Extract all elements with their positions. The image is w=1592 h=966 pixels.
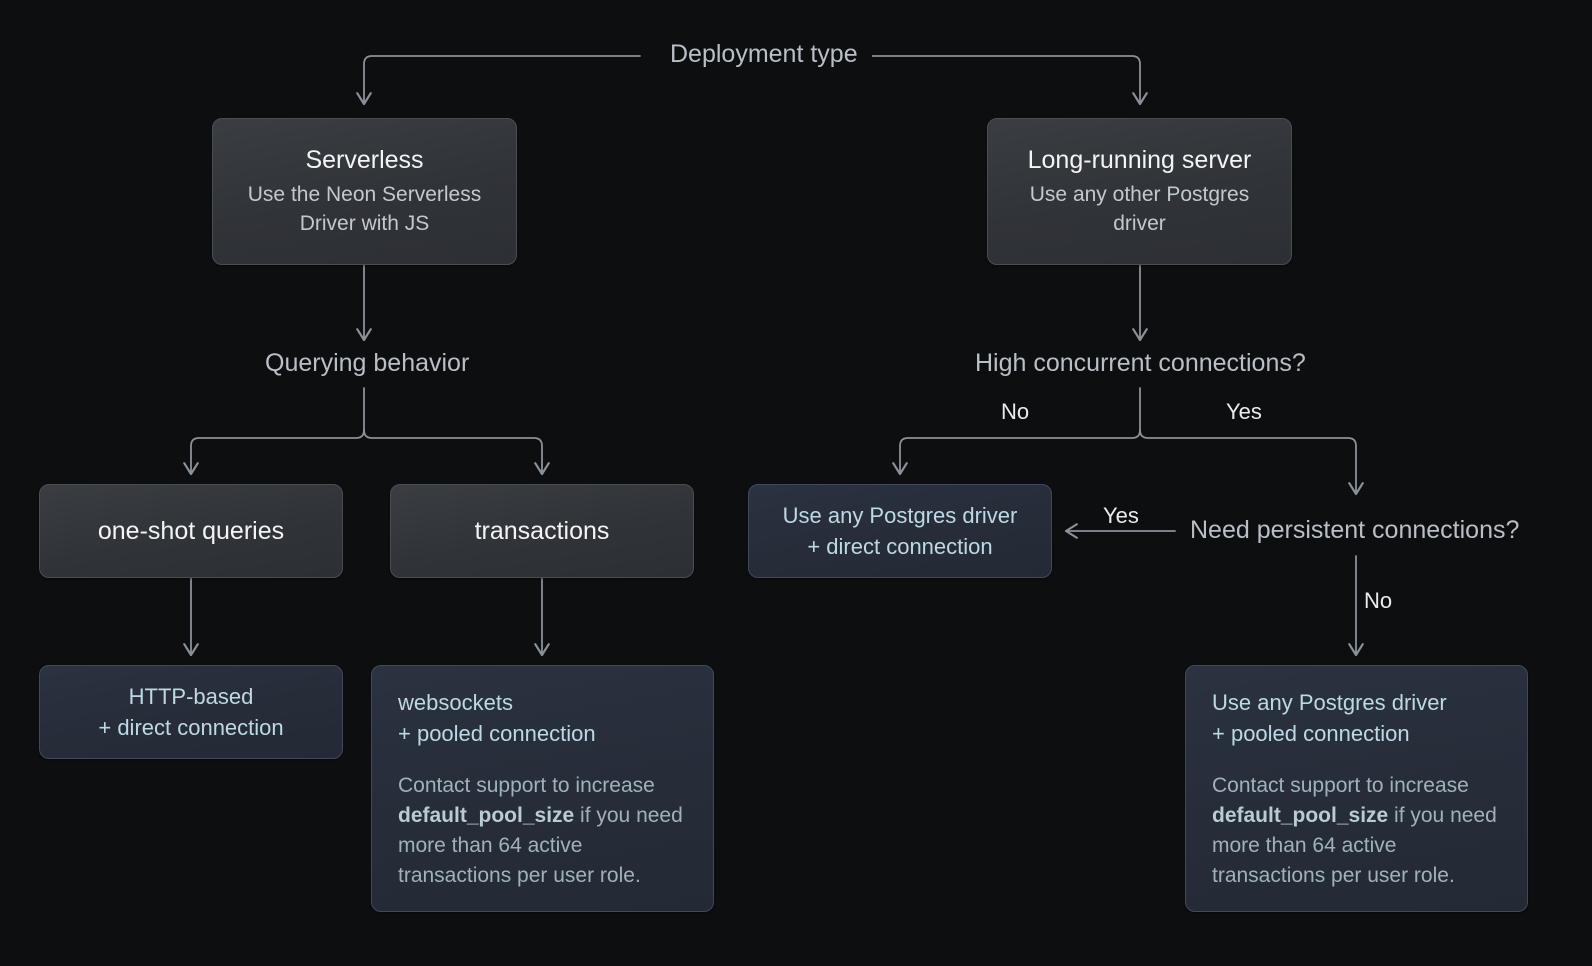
edge-label-persistent-yes: Yes <box>1103 503 1139 528</box>
node-websockets-line1: websockets <box>398 689 513 715</box>
decision-high-concurrent-connections: High concurrent connections? <box>975 349 1306 377</box>
node-long-running-server[interactable]: Long-running server Use any other Postgr… <box>987 118 1292 265</box>
edge-concurrent-no <box>892 429 1141 476</box>
decision-need-persistent-connections: Need persistent connections? <box>1190 516 1520 544</box>
node-pooled-driver-line1: Use any Postgres driver <box>1212 689 1447 715</box>
decision-querying-behavior: Querying behavior <box>265 349 470 377</box>
edge-label-concurrent-yes: Yes <box>1226 399 1262 424</box>
node-http-based[interactable]: HTTP-based + direct connection <box>39 665 343 759</box>
edge-label-concurrent-no: No <box>1001 399 1030 424</box>
node-pooled-driver-note-after: if you need more than 64 active transact… <box>1212 803 1497 887</box>
node-long-running-title: Long-running server <box>1027 146 1252 175</box>
node-serverless[interactable]: Serverless Use the Neon Serverless Drive… <box>212 118 517 265</box>
edge-querying-left <box>183 429 365 476</box>
node-pooled-driver-note-before: Contact support to increase <box>1212 774 1469 798</box>
edge-root-right <box>861 55 1148 106</box>
node-websockets-note-after: if you need more than 64 active transact… <box>398 803 683 887</box>
node-serverless-subtitle: Use the Neon Serverless Driver with JS <box>247 183 482 235</box>
edge-root-left <box>356 55 641 106</box>
edge-label-persistent-no: No <box>1364 588 1393 613</box>
node-http-based-line1: HTTP-based <box>128 683 254 709</box>
edge-concurrent-yes <box>1139 429 1364 496</box>
node-pooled-postgres-driver[interactable]: Use any Postgres driver + pooled connect… <box>1185 665 1528 912</box>
node-serverless-title: Serverless <box>305 146 424 175</box>
node-one-shot-queries[interactable]: one-shot queries <box>39 484 343 578</box>
node-websockets-line2: + pooled connection <box>398 720 596 746</box>
node-http-based-line2: + direct connection <box>98 715 284 740</box>
node-direct-driver-line2: + direct connection <box>807 534 993 559</box>
node-transactions[interactable]: transactions <box>390 484 694 578</box>
node-transactions-title: transactions <box>474 517 610 545</box>
node-websockets-note: Contact support to increase default_pool… <box>372 771 713 890</box>
diagram-title: Deployment type <box>656 42 872 67</box>
node-one-shot-queries-title: one-shot queries <box>97 517 285 545</box>
node-direct-driver-line1: Use any Postgres driver <box>782 502 1018 528</box>
node-websockets-note-before: Contact support to increase <box>398 774 655 798</box>
node-websockets-note-code: default_pool_size <box>398 803 575 827</box>
node-long-running-subtitle: Use any other Postgres driver <box>1029 183 1250 235</box>
node-pooled-driver-note-code: default_pool_size <box>1212 803 1389 827</box>
node-pooled-driver-line2: + pooled connection <box>1212 720 1410 746</box>
node-direct-postgres-driver[interactable]: Use any Postgres driver + direct connect… <box>748 484 1052 578</box>
node-websockets[interactable]: websockets + pooled connection Contact s… <box>371 665 714 912</box>
node-pooled-driver-note: Contact support to increase default_pool… <box>1186 771 1527 890</box>
edge-querying-right <box>363 429 550 476</box>
